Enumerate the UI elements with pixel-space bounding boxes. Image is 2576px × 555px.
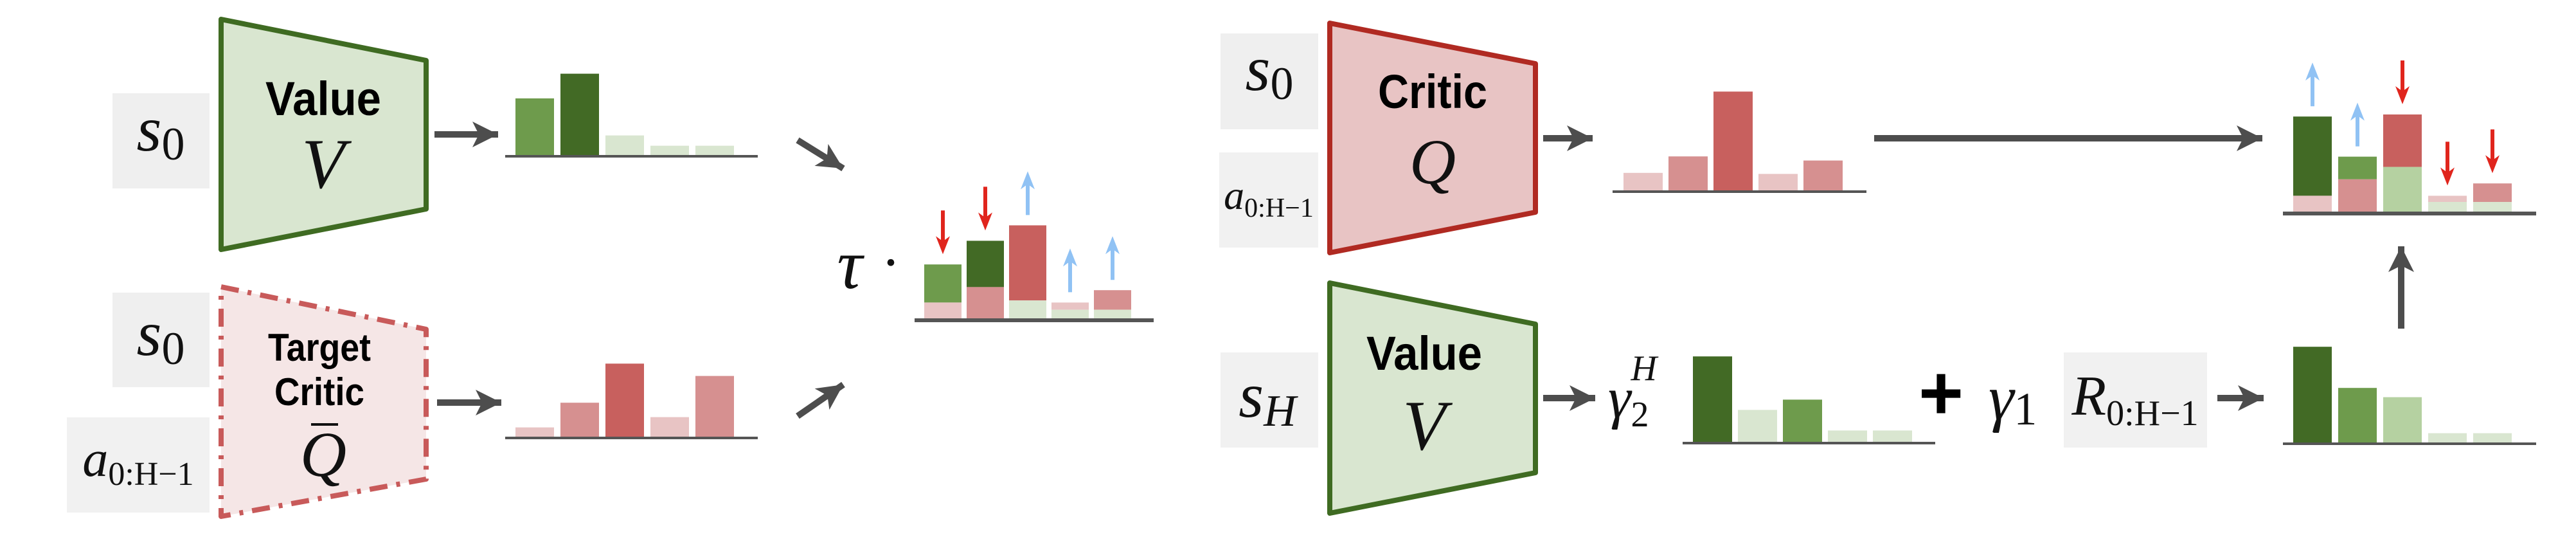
diagonal-arrow-icon — [796, 381, 845, 419]
value-symbol: V — [301, 125, 352, 203]
bar-top-segment — [2293, 116, 2332, 196]
bar — [605, 363, 644, 437]
bar-bottom-segment — [2428, 202, 2467, 212]
bar — [650, 417, 689, 437]
bar — [2338, 388, 2377, 442]
bar-bottom-segment — [2383, 167, 2422, 212]
action-input-box — [67, 417, 210, 513]
bar — [515, 427, 554, 437]
decrease-arrow-icon-head — [2485, 155, 2500, 174]
bar — [1713, 91, 1753, 190]
value-network — [219, 17, 429, 252]
bootstrap-value-chart — [1683, 356, 1935, 444]
target-critic-network — [219, 284, 429, 519]
value-output-chart — [505, 73, 758, 158]
target-critic-title: Critic — [274, 370, 364, 414]
state-input-box — [1221, 33, 1318, 129]
decrease-arrow-icon-head — [2395, 86, 2410, 104]
bar — [1693, 356, 1732, 442]
value-symbol: V — [1402, 387, 1453, 465]
decrease-arrow-icon-head — [978, 212, 992, 231]
plus-operator: + — [1919, 350, 1963, 436]
bar — [1738, 410, 1777, 442]
bar — [2428, 433, 2467, 442]
increase-arrow-icon-head — [2305, 62, 2320, 81]
bar — [695, 145, 734, 155]
bar-bottom-segment — [1009, 300, 1046, 319]
target-critic-output-chart — [505, 363, 758, 439]
bar-bottom-segment — [924, 302, 962, 319]
bar-top-segment — [1094, 290, 1131, 310]
bar — [2293, 347, 2332, 442]
bar-top-segment — [924, 264, 962, 303]
value-network-title: Value — [265, 72, 381, 125]
target-return-chart — [2283, 347, 2536, 445]
gamma1-label: γ1 — [1989, 362, 2037, 435]
state-input-box — [1221, 352, 1318, 448]
bar-bottom-segment — [967, 287, 1004, 319]
action-sequence-label: a0:H−1 — [82, 431, 193, 493]
increase-arrow-icon-head — [1063, 248, 1077, 267]
bar-bottom-segment — [1051, 309, 1089, 319]
bar — [605, 135, 644, 155]
bar-top-segment — [1051, 302, 1089, 310]
bar-top-segment — [1009, 225, 1046, 301]
decrease-arrow-icon-head — [936, 236, 950, 255]
value-network-title: Value — [1366, 327, 1482, 380]
state-s0-label: s0 — [137, 298, 185, 374]
bar — [650, 145, 689, 155]
bar — [560, 403, 599, 437]
bar — [560, 73, 599, 155]
bar-top-segment — [2428, 196, 2467, 202]
value-network — [1327, 280, 1538, 516]
critic-q-symbol: Q — [1409, 126, 1456, 197]
bar-top-segment — [2383, 114, 2422, 167]
bar — [1828, 430, 1867, 442]
bar — [1873, 430, 1912, 442]
bar — [1783, 399, 1822, 442]
target-critic-title: Target — [268, 326, 371, 369]
bar — [2473, 433, 2512, 442]
diagonal-arrow-icon — [796, 137, 845, 172]
bar-top-segment — [967, 241, 1004, 287]
critic-network — [1327, 21, 1538, 255]
critic-output-chart — [1613, 91, 1866, 193]
bar-bottom-segment — [2473, 202, 2512, 212]
bar — [1668, 156, 1708, 190]
bar-bottom-segment — [2338, 179, 2377, 212]
bar-bottom-segment — [2293, 196, 2332, 212]
gamma2-label: γ2H — [1608, 349, 1658, 435]
bar — [2383, 397, 2422, 442]
bar-bottom-segment — [1094, 309, 1131, 319]
critic-target-chart — [2283, 60, 2536, 215]
bar — [515, 98, 554, 155]
state-s0-label: s0 — [1246, 33, 1294, 109]
dot-operator: · — [881, 231, 900, 295]
action-input-box — [1219, 152, 1318, 248]
bar — [1623, 172, 1663, 190]
bar-top-segment — [2338, 156, 2377, 179]
bar — [695, 376, 734, 437]
action-sequence-label: a0:H−1 — [1224, 172, 1314, 223]
reward-label: R0:H−1 — [2071, 365, 2198, 433]
bar — [1803, 160, 1843, 190]
state-sH-label: sH — [1239, 359, 1298, 436]
target-q-symbol: Q — [300, 419, 346, 490]
increase-arrow-icon-head — [1105, 236, 1120, 255]
reward-input-box — [2064, 352, 2207, 448]
state-s0-label: s0 — [137, 93, 185, 170]
bar — [1758, 174, 1798, 190]
tau-symbol: τ — [837, 225, 864, 304]
bar-top-segment — [2473, 183, 2512, 202]
increase-arrow-icon-head — [1021, 171, 1035, 190]
state-input-box — [112, 293, 210, 387]
state-input-box — [112, 93, 210, 188]
increase-arrow-icon-head — [2350, 102, 2365, 121]
value-target-chart — [915, 171, 1154, 322]
decrease-arrow-icon-head — [2440, 167, 2455, 186]
critic-title: Critic — [1378, 65, 1487, 118]
